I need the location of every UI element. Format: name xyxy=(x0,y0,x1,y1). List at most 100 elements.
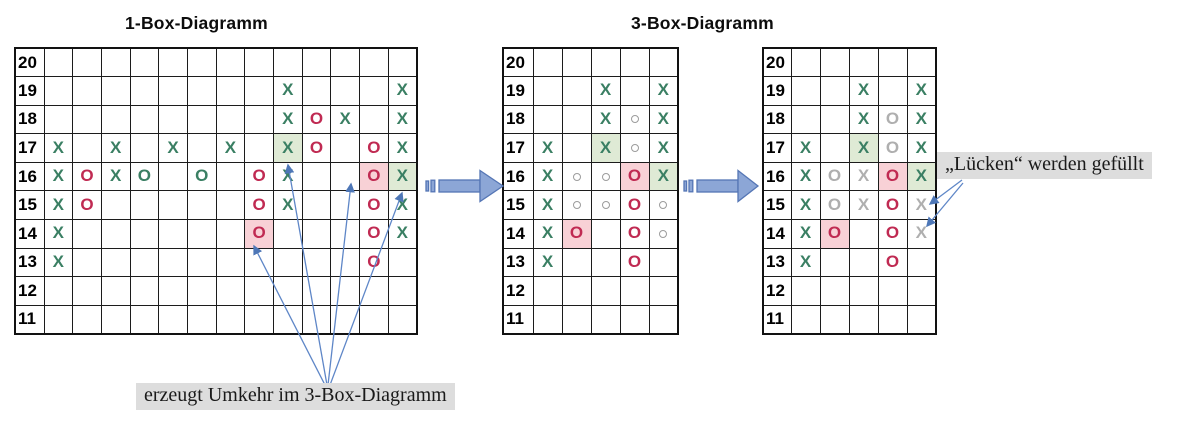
grid-cell xyxy=(215,276,246,306)
grid-cell xyxy=(532,76,563,106)
grid-cell xyxy=(244,104,274,135)
grid-cell xyxy=(619,47,650,78)
mark-o: O xyxy=(885,223,900,243)
mark-x: X xyxy=(282,166,294,186)
grid-row: 11 xyxy=(14,304,418,335)
grid-cell xyxy=(72,133,102,163)
mark-o: O xyxy=(367,137,381,157)
grid-cell xyxy=(129,47,160,78)
mark-o: O xyxy=(885,251,900,271)
mark-o: O xyxy=(627,223,642,243)
grid-cell: X xyxy=(387,76,418,106)
mark-x: X xyxy=(857,80,870,100)
grid-cell xyxy=(906,304,937,335)
grid-cell xyxy=(273,304,303,335)
grid-cell: X xyxy=(387,190,418,221)
mark-x: X xyxy=(52,137,65,157)
grid-cell xyxy=(301,219,332,249)
row-label: 19 xyxy=(14,76,45,106)
grid-cell xyxy=(590,219,621,249)
mark-x: X xyxy=(541,251,554,271)
row-label: 19 xyxy=(762,76,792,106)
grid-cell xyxy=(330,247,361,278)
grid-cell xyxy=(790,104,821,135)
grid-cell xyxy=(330,219,361,249)
grid-cell: O xyxy=(619,161,650,192)
row-label: 20 xyxy=(762,47,792,78)
grid-cell xyxy=(215,190,246,221)
grid-cell: X xyxy=(906,161,937,192)
mark-x: X xyxy=(541,194,554,214)
row-label: 16 xyxy=(14,161,45,192)
mark-x: X xyxy=(52,223,65,243)
flow-arrow-2 xyxy=(683,169,760,203)
grid-cell: X xyxy=(848,161,879,192)
grid-cell xyxy=(906,276,937,306)
grid-cell xyxy=(186,219,217,249)
grid-cell: O xyxy=(819,219,850,249)
mark-x: X xyxy=(339,108,351,128)
row-label: 20 xyxy=(502,47,534,78)
grid-cell xyxy=(359,304,389,335)
grid-row: 20 xyxy=(762,47,937,78)
grid-cell: X xyxy=(532,161,563,192)
grid-cell: X xyxy=(906,76,937,106)
gaps-annotation: „Lücken“ werden gefüllt xyxy=(937,152,1152,179)
grid-cell xyxy=(72,47,102,78)
grid-row: 20 xyxy=(502,47,679,78)
grid-cell xyxy=(590,304,621,335)
grid-cell xyxy=(158,47,188,78)
row-label: 14 xyxy=(502,219,534,249)
grid-cell: O xyxy=(619,219,650,249)
grid-cell xyxy=(790,76,821,106)
reversal-annotation: erzeugt Umkehr im 3-Box-Diagramm xyxy=(136,383,455,410)
grid-cell xyxy=(790,304,821,335)
mark-x: X xyxy=(657,108,669,128)
row-label: 13 xyxy=(502,247,534,278)
mark-x: X xyxy=(541,223,554,243)
grid-cell xyxy=(215,76,246,106)
mark-o: O xyxy=(627,194,642,214)
grid-cell xyxy=(72,304,102,335)
mark-x: X xyxy=(799,251,812,271)
grid-row: 19 X X xyxy=(762,76,937,106)
grid-cell: O xyxy=(359,133,389,163)
grid-cell xyxy=(244,247,274,278)
mark-o: O xyxy=(80,166,94,186)
mark-x: X xyxy=(915,194,927,214)
gap-dot xyxy=(659,201,668,210)
grid-cell xyxy=(819,304,850,335)
grid-cell: O xyxy=(877,247,908,278)
grid-cell xyxy=(244,76,274,106)
grid-cell: X xyxy=(43,161,74,192)
grid-cell xyxy=(215,304,246,335)
grid-cell xyxy=(590,47,621,78)
mark-x: X xyxy=(799,194,812,214)
grid-cell xyxy=(43,47,74,78)
grid-cell: X xyxy=(648,133,679,163)
grid-cell: X xyxy=(790,133,821,163)
row-label: 14 xyxy=(14,219,45,249)
grid-cell xyxy=(790,47,821,78)
mark-o: O xyxy=(367,194,381,214)
grid-cell xyxy=(619,76,650,106)
mark-x: X xyxy=(799,166,812,186)
mark-o: O xyxy=(137,166,152,186)
grid-cell: X xyxy=(848,133,879,163)
grid-cell: X xyxy=(158,133,188,163)
grid-cell xyxy=(590,190,621,221)
grid-cell: O xyxy=(244,219,274,249)
gap-dot xyxy=(630,115,639,124)
grid-cell xyxy=(648,219,679,249)
grid-cell: X xyxy=(43,133,74,163)
grid-cell xyxy=(819,104,850,135)
mark-x: X xyxy=(396,166,409,186)
grid-cell: X xyxy=(43,219,74,249)
